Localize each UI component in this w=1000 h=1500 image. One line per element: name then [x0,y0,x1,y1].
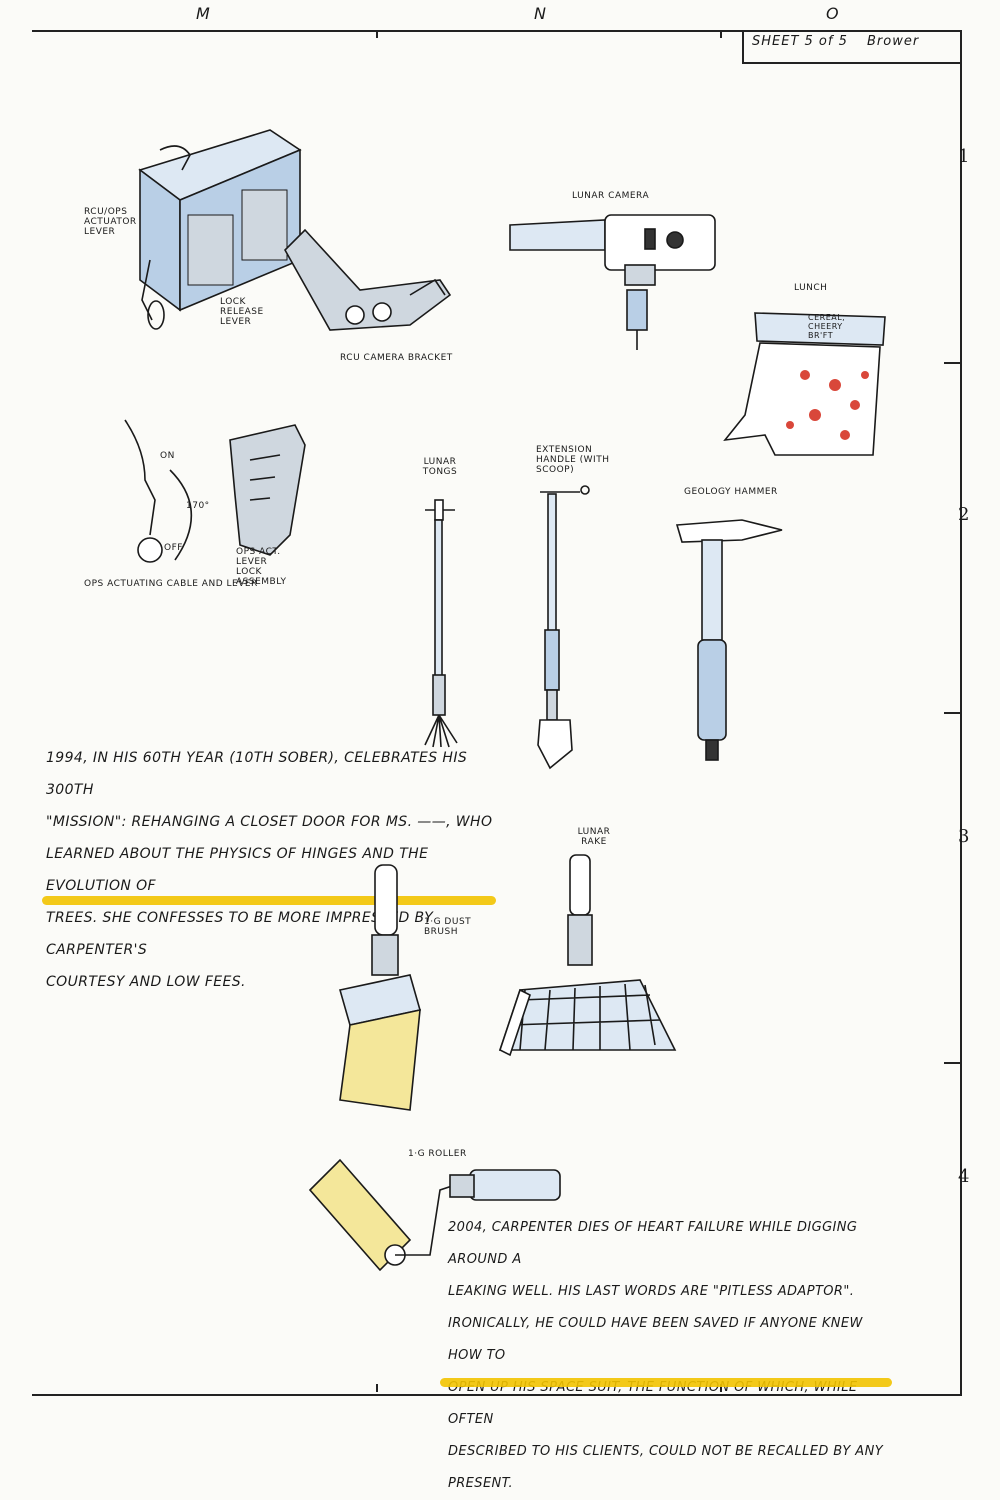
story-1994-line: COURTESY AND LOW FEES. [46,974,246,990]
label-ops-off: OFF [164,543,183,553]
label-extension-handle: EXTENSION HANDLE (WITH SCOOP) [536,445,610,475]
label-lunar-camera: LUNAR CAMERA [572,191,650,201]
story-1994-line: "MISSION": REHANGING A CLOSET DOOR FOR M… [46,814,493,830]
frame-tick [376,1384,378,1392]
label-ops-angle: 170° [186,501,210,511]
frame-tick [944,1062,960,1064]
label-geology-hammer: GEOLOGY HAMMER [684,487,778,497]
label-ops-on: ON [160,451,175,461]
row-number-2: 2 [958,504,970,525]
signature: Brower [867,34,920,49]
sheet-number: SHEET 5 of 5 Brower [752,34,919,49]
title-block [742,30,960,64]
label-lunar-tongs: LUNAR TONGS [422,457,458,477]
highlight-1994 [42,896,496,905]
label-ops-act-lever-lock: OPS ACT. LEVER LOCK ASSEMBLY [236,547,287,587]
frame-tick [944,712,960,714]
frame-tick [376,30,378,38]
story-1994-line: TREES. SHE CONFESSES TO BE MORE IMPRESSE… [46,910,434,958]
rcu-assembly-drawing [138,129,452,331]
label-ops-actuating-cable: OPS ACTUATING CABLE AND LEVER [84,579,258,589]
lunch-pack-text: CEREAL, CHEERY BR'FT [808,313,846,340]
label-lock-release-lever: LOCK RELEASE LEVER [220,297,264,327]
column-letter-n: N [534,4,546,23]
roller-drawing [308,1158,561,1272]
story-2004-line: PRESENT. [448,1476,514,1491]
label-lunch: LUNCH [794,283,828,293]
dust-brush-drawing [338,864,422,1111]
frame-tick [720,1384,722,1392]
column-letter-o: O [826,4,839,23]
column-letter-m: M [196,4,210,23]
story-1994-line: LEARNED ABOUT THE PHYSICS OF HINGES AND … [46,846,429,894]
highlight-2004 [440,1378,892,1387]
drawing-frame [32,30,962,1396]
sheet-label: SHEET 5 of 5 [752,34,848,49]
row-number-1: 1 [958,146,970,167]
frame-tick [944,362,960,364]
extension-handle-drawing [537,485,590,770]
label-rcu-camera-bracket: RCU CAMERA BRACKET [340,353,453,363]
frame-tick [720,30,722,38]
lunar-rake-drawing [498,854,677,1057]
geology-hammer-drawing [675,519,783,761]
row-number-4: 4 [958,1166,970,1187]
lunch-pack-drawing [723,312,886,456]
story-2004-line: LEAKING WELL. HIS LAST WORDS ARE "PITLES… [448,1284,855,1299]
lunar-camera-drawing [509,214,716,350]
story-2004-line: IRONICALLY, HE COULD HAVE BEEN SAVED IF … [448,1316,863,1363]
story-2004-line: 2004, CARPENTER DIES OF HEART FAILURE WH… [448,1220,858,1267]
label-lunar-rake: LUNAR RAKE [577,827,611,847]
ops-cable-drawing [124,419,306,563]
story-1994: 1994, IN HIS 60TH YEAR (10TH SOBER), CEL… [46,742,496,998]
label-rcu-ops-actuator-lever: RCU/OPS ACTUATOR LEVER [84,207,137,237]
label-roller: 1·G ROLLER [408,1149,467,1159]
label-dust-brush: 1·G DUST BRUSH [424,917,472,937]
lunar-tongs-drawing [424,499,458,748]
row-number-3: 3 [958,826,970,847]
story-2004: 2004, CARPENTER DIES OF HEART FAILURE WH… [448,1212,888,1500]
story-2004-line: DESCRIBED TO HIS CLIENTS, COULD NOT BE R… [448,1444,884,1459]
story-1994-line: 1994, IN HIS 60TH YEAR (10TH SOBER), CEL… [46,750,468,798]
